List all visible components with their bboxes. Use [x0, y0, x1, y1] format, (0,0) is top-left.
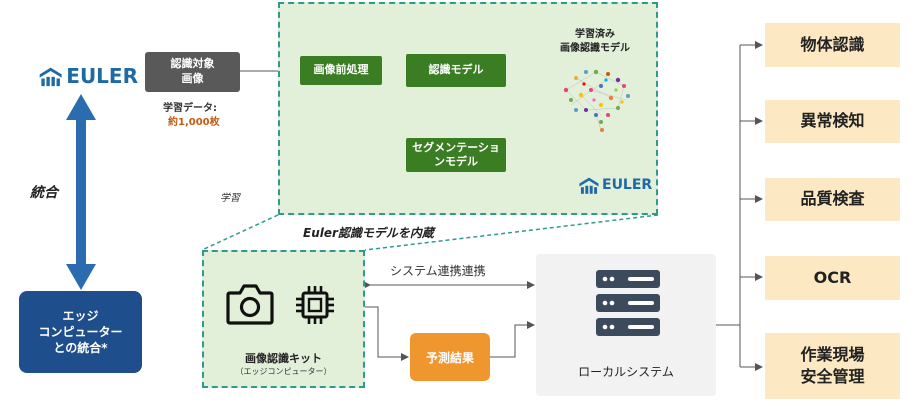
input-box-line2: 画像 — [181, 72, 204, 85]
edge-box-line3: との統合* — [53, 341, 108, 356]
output-label: 物体認識 — [800, 34, 865, 54]
euler-mark-icon — [39, 67, 62, 87]
kit-title: 画像認識キット — [245, 352, 322, 365]
euler-logo-green-area: EULER — [578, 176, 652, 194]
zoom-line-left — [201, 214, 279, 251]
camera-icon — [226, 284, 274, 325]
output-object-recognition: 物体認識 — [765, 23, 900, 67]
output-ocr: OCR — [765, 256, 900, 300]
preprocess-box: 画像前処理 — [300, 56, 382, 85]
system-link-label: システム連携連携 — [390, 264, 486, 278]
embedded-model-caption: Euler認識モデルを内蔵 — [303, 226, 434, 240]
trained-model-caption: 学習済み 画像認識モデル — [540, 28, 650, 55]
edge-integration-box: エッジ コンピューター との統合* — [19, 291, 142, 373]
output-quality-inspection: 品質検査 — [765, 178, 900, 221]
output-label-line2: 安全管理 — [800, 367, 865, 386]
arrow-kit-to-prediction — [365, 306, 409, 361]
output-anomaly-detection: 異常検知 — [765, 100, 900, 143]
output-label: 品質検査 — [800, 189, 865, 209]
trained-caption-line1: 学習済み — [575, 29, 615, 40]
euler-wordmark-left: EULER — [66, 64, 138, 88]
brain-network-icon — [563, 69, 630, 132]
segmentation-model-box: セグメンテーショ ンモデル — [406, 138, 506, 172]
arrow-prediction-to-local — [490, 321, 535, 358]
euler-logo-left: EULER — [38, 62, 138, 90]
edge-box-line2: コンピューター — [38, 324, 123, 339]
recognition-model-box: 認識モデル — [406, 54, 506, 87]
learning-data-count: 約1,000枚 — [168, 117, 220, 128]
euler-wordmark-small: EULER — [602, 177, 653, 193]
trained-caption-line2: 画像認識モデル — [560, 42, 630, 54]
output-label-line1: 作業現場 — [800, 344, 865, 364]
euler-mark-icon-small — [579, 177, 599, 194]
kit-subtitle: （エッジコンピューター） — [235, 367, 332, 376]
output-site-safety: 作業現場 安全管理 — [765, 333, 900, 399]
segmentation-line2: ンモデル — [434, 155, 478, 168]
server-icon — [596, 270, 660, 336]
zoom-line-right — [364, 214, 659, 251]
learning-label: 学習 — [220, 193, 240, 204]
input-box-line1: 認識対象 — [170, 57, 215, 71]
input-image-box: 認識対象 画像 — [145, 52, 240, 92]
prediction-result-box: 予測結果 — [410, 333, 490, 381]
segmentation-line1: セグメンテーショ — [412, 140, 500, 154]
processor-chip-icon — [296, 286, 334, 324]
learning-data-label: 学習データ: — [163, 103, 217, 114]
output-label: OCR — [813, 267, 852, 287]
output-label: 異常検知 — [800, 111, 865, 131]
integrate-label: 統合 — [30, 185, 58, 201]
edge-box-line1: エッジ — [62, 308, 99, 323]
local-system-label: ローカルシステム — [578, 365, 674, 379]
integration-double-arrow — [66, 94, 96, 290]
